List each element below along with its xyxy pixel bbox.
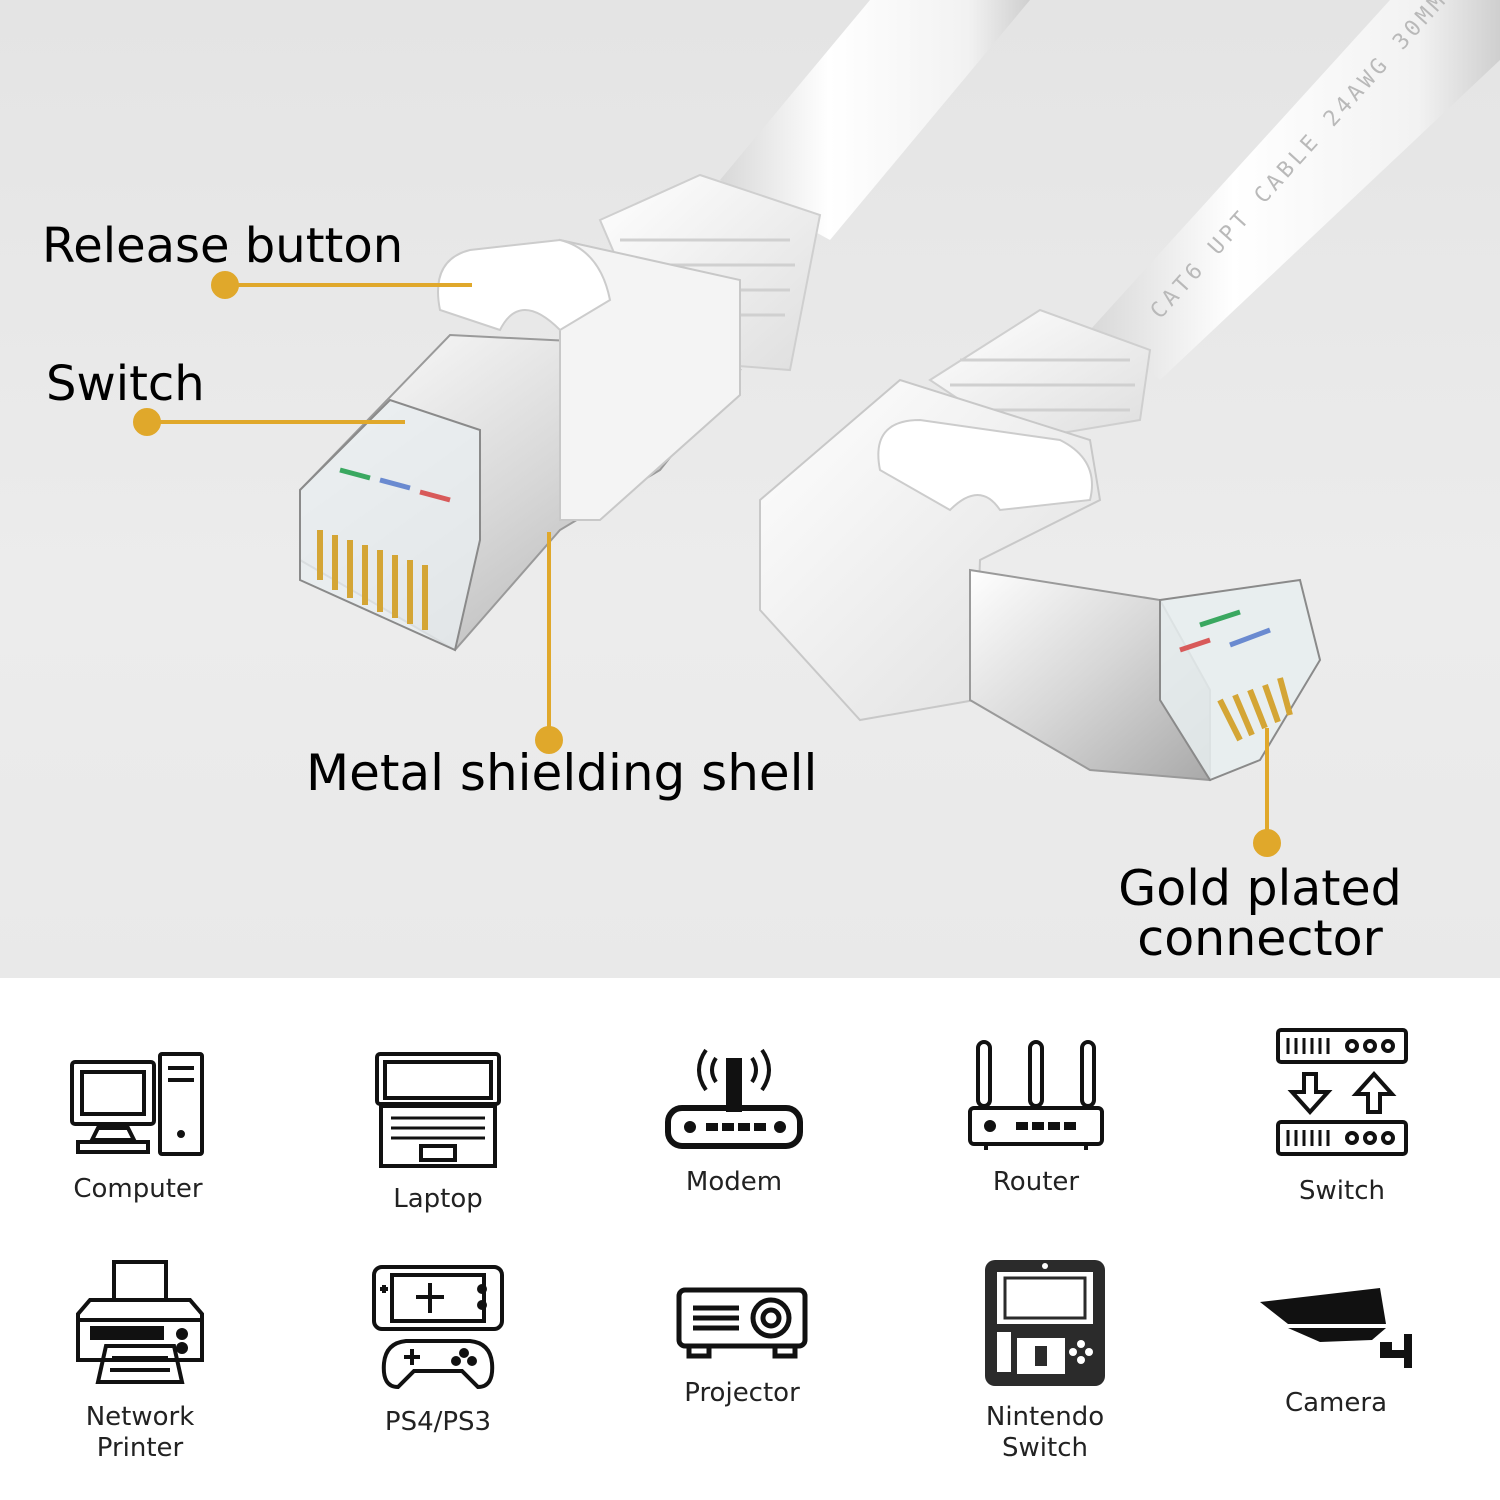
game-console-icon xyxy=(372,1265,504,1390)
device-printer: Network Printer xyxy=(20,1258,260,1464)
device-nintendo-switch: Nintendo Switch xyxy=(925,1258,1165,1464)
device-label: Camera xyxy=(1284,1388,1388,1418)
projector-icon xyxy=(676,1287,808,1359)
device-computer: Computer xyxy=(18,1050,258,1205)
device-label: Laptop xyxy=(393,1184,483,1214)
callout-leaders xyxy=(133,271,1281,857)
device-label: Projector xyxy=(684,1378,800,1408)
device-label: Nintendo Switch xyxy=(985,1402,1105,1464)
device-switch: Switch xyxy=(1222,1026,1462,1207)
release-button-label: Release button xyxy=(42,218,404,274)
product-photo-area: CAT6 UPT CABLE 24AWG 30MM xyxy=(0,0,1500,978)
right-release-tab xyxy=(877,418,1093,512)
modem-icon xyxy=(665,1048,803,1149)
gold-connector-label: Gold plated connector xyxy=(1118,860,1402,967)
printer-icon xyxy=(76,1260,204,1384)
device-camera: Camera xyxy=(1216,1284,1456,1419)
device-modem: Modem xyxy=(614,1038,854,1198)
compatible-devices: Computer Laptop Modem xyxy=(0,978,1500,1500)
left-release-tab xyxy=(437,238,612,332)
right-clear-plug xyxy=(1159,578,1322,782)
switch-label: Switch xyxy=(46,356,205,412)
device-laptop: Laptop xyxy=(318,1050,558,1215)
computer-icon xyxy=(70,1052,204,1156)
device-label: Switch xyxy=(1299,1176,1385,1206)
left-cable xyxy=(720,0,1030,240)
ethernet-cable-illustration: CAT6 UPT CABLE 24AWG 30MM xyxy=(133,0,1500,857)
cable-print-text: CAT6 UPT CABLE 24AWG 30MM xyxy=(1146,0,1453,324)
device-ps4-ps3: PS4/PS3 xyxy=(318,1263,558,1438)
device-label: PS4/PS3 xyxy=(384,1407,492,1437)
nintendo-switch-icon xyxy=(985,1260,1105,1386)
device-label: Modem xyxy=(685,1167,783,1197)
left-clear-plug xyxy=(299,398,481,652)
network-switch-icon xyxy=(1276,1028,1408,1156)
right-cable xyxy=(1090,0,1500,380)
device-label: Network Printer xyxy=(85,1402,195,1464)
metal-shell-label: Metal shielding shell xyxy=(306,744,818,802)
router-icon xyxy=(968,1040,1104,1150)
device-projector: Projector xyxy=(622,1284,862,1409)
laptop-icon xyxy=(375,1052,501,1168)
device-label: Router xyxy=(992,1167,1080,1197)
security-camera-icon xyxy=(1260,1288,1412,1368)
device-router: Router xyxy=(916,1038,1156,1198)
device-label: Computer xyxy=(73,1174,203,1204)
